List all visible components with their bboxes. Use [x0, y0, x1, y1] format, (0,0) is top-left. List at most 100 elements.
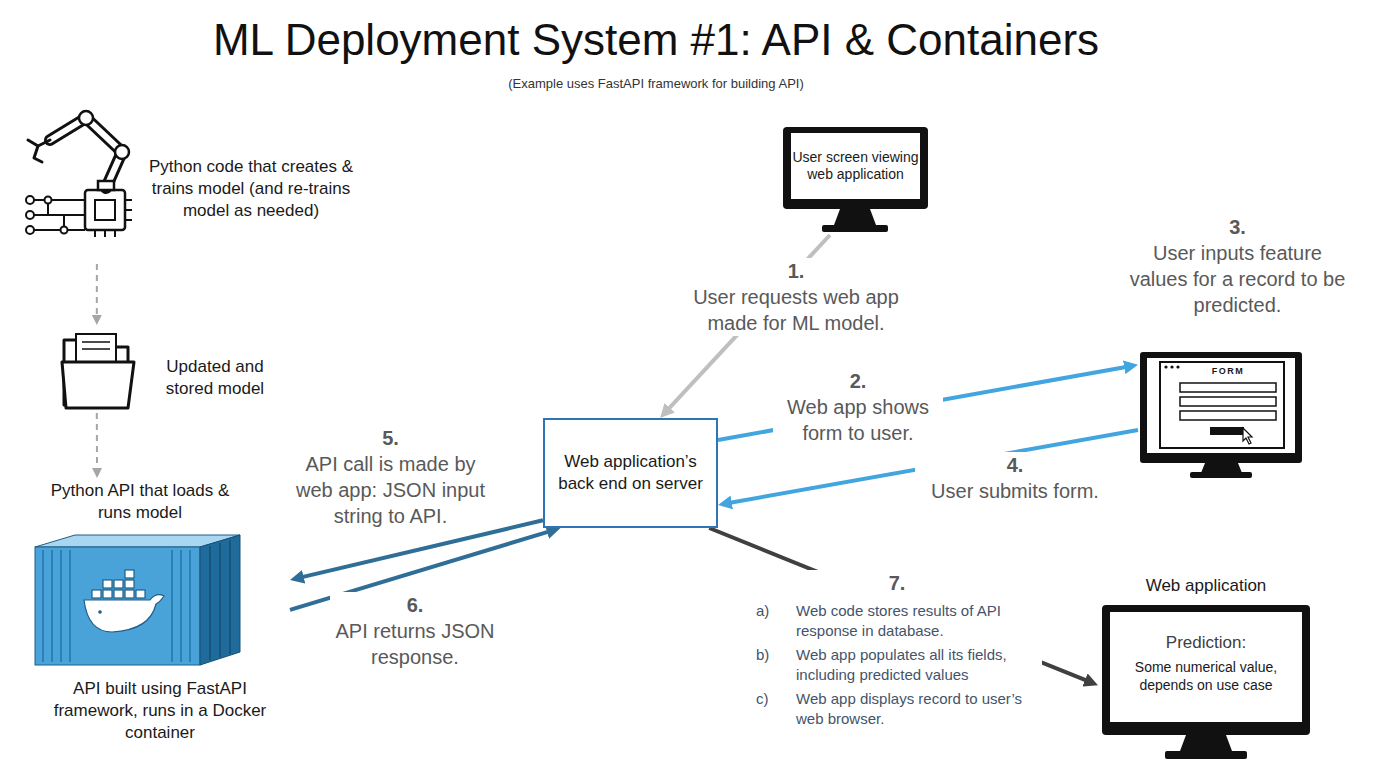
robot-arm-icon	[45, 197, 52, 204]
step-number: 3.	[1124, 214, 1351, 240]
robot-arm-icon	[26, 111, 132, 237]
list-text: Web code stores results of API response …	[796, 601, 1036, 640]
training-code-icon: Python code that creates & trains model …	[18, 108, 358, 264]
docker-container-icon	[125, 590, 134, 598]
step-number: 1.	[672, 258, 920, 284]
docker-container-icon	[219, 543, 221, 657]
form-monitor-icon	[1180, 411, 1276, 420]
docker-container-icon	[125, 570, 134, 578]
node-text: Updated and stored model	[150, 356, 280, 400]
robot-arm-icon	[61, 227, 68, 234]
robot-arm-icon	[26, 226, 34, 234]
flow-arrow	[96, 264, 98, 320]
form-monitor-icon	[1201, 463, 1242, 473]
form-monitor-icon	[1180, 383, 1276, 420]
node-text: API built using FastAPI framework, runs …	[30, 678, 290, 744]
list-letter: c)	[756, 689, 796, 728]
text-holder: Some numerical value, depends on use cas…	[1116, 658, 1296, 694]
list-row: c)Web app displays record to user’s web …	[756, 689, 1038, 728]
text-holder: Python API that loads & runs model	[45, 480, 235, 524]
text-holder: API built using FastAPI framework, runs …	[30, 678, 290, 744]
form-monitor-icon	[1147, 358, 1295, 453]
docker-container-icon	[229, 540, 231, 654]
robot-arm-icon	[115, 145, 129, 159]
docker-container-icon	[209, 546, 211, 660]
step-label: 4.User submits form.	[915, 452, 1115, 504]
docker-container-icon	[210, 540, 230, 660]
flow-arrow	[96, 413, 98, 473]
user-monitor-icon	[783, 127, 928, 209]
step-text: User requests web app made for ML model.	[672, 284, 920, 336]
docker-container-icon	[180, 550, 182, 662]
docker-container-icon	[171, 550, 173, 662]
step-text: Web app shows form to user.	[777, 394, 939, 446]
docker-container-icon	[103, 590, 112, 598]
node-text: Some numerical value, depends on use cas…	[1116, 658, 1296, 694]
step-label: 6.API returns JSON response.	[330, 592, 500, 670]
step-number: 4.	[919, 452, 1111, 478]
form-monitor-icon	[1160, 362, 1284, 448]
result-monitor: Web applicationPrediction: Some numerical…	[1098, 570, 1314, 762]
title-holder: ML Deployment System #1: API & Container…	[156, 14, 1156, 67]
robot-arm-icon	[95, 200, 115, 220]
user-monitor-icon	[783, 127, 928, 232]
form-monitor-icon	[1180, 383, 1276, 392]
docker-container-icon	[114, 580, 123, 588]
form-monitor-icon	[1243, 428, 1252, 444]
list-row: a)Web code stores results of API respons…	[756, 601, 1038, 640]
node-text: Web application	[1098, 575, 1314, 597]
step-text: User submits form.	[919, 478, 1111, 504]
form-monitor-icon	[1210, 427, 1244, 435]
docker-container-icon	[51, 550, 53, 662]
form-monitor-icon	[1176, 365, 1179, 368]
robot-arm-icon	[34, 214, 85, 216]
result-monitor-icon	[1165, 751, 1247, 759]
robot-arm-icon	[26, 196, 34, 204]
docker-container-icon	[84, 570, 164, 632]
folder-icon	[62, 334, 134, 408]
robot-arm-icon	[50, 118, 122, 188]
diagram-title: ML Deployment System #1: API & Container…	[160, 14, 1152, 67]
user-monitor-icon	[791, 133, 920, 199]
form-monitor-icon	[1140, 352, 1302, 463]
subtitle: (Example uses FastAPI framework for buil…	[160, 76, 1152, 93]
text-holder: Python code that creates & trains model …	[146, 156, 356, 222]
model-storage-icon: Updated and stored model	[60, 325, 290, 413]
docker-container-icon	[136, 590, 145, 598]
robot-arm-icon	[79, 111, 93, 125]
list-text: Web app displays record to user’s web br…	[796, 689, 1036, 728]
step-label: 5.API call is made by web app: JSON inpu…	[288, 425, 493, 529]
step-label: 3.User inputs feature values for a recor…	[1120, 214, 1355, 318]
robot-arm-icon	[26, 211, 34, 219]
docker-container-icon	[98, 610, 102, 614]
docker-container-icon	[42, 550, 44, 662]
form-monitor-icon	[1164, 365, 1167, 368]
server-box: Web application’s back end on server	[543, 418, 718, 528]
result-monitor-icon	[1102, 605, 1310, 735]
robot-arm-icon	[28, 140, 50, 162]
docker-container-icon	[35, 547, 200, 665]
step-text: API returns JSON response.	[334, 618, 496, 670]
list-row: b)Web app populates all its fields, incl…	[756, 645, 1038, 684]
form-monitor: FORM	[1138, 352, 1304, 480]
docker-container-icon	[189, 550, 191, 662]
folder-icon	[82, 341, 110, 343]
robot-arm-icon	[85, 190, 125, 230]
user-monitor-icon	[834, 209, 876, 225]
docker-container-icon	[200, 535, 240, 665]
result-monitor-icon	[1180, 735, 1232, 751]
docker-container-icon	[103, 580, 112, 588]
node-text: FORM	[1198, 366, 1258, 378]
docker-container-icon	[114, 590, 123, 598]
robot-arm-icon	[26, 196, 68, 234]
result-monitor-icon	[1110, 612, 1302, 722]
docker-container-icon	[43, 550, 190, 662]
text-holder: Prediction:	[1110, 632, 1302, 654]
list-text: Web app populates all its fields, includ…	[796, 645, 1036, 684]
form-monitor-icon	[1170, 365, 1173, 368]
form-monitor-icon	[1190, 472, 1252, 478]
user-monitor: User screen viewing web application	[780, 125, 930, 235]
result-monitor-icon	[1102, 605, 1310, 759]
step-number: 2.	[777, 368, 939, 394]
